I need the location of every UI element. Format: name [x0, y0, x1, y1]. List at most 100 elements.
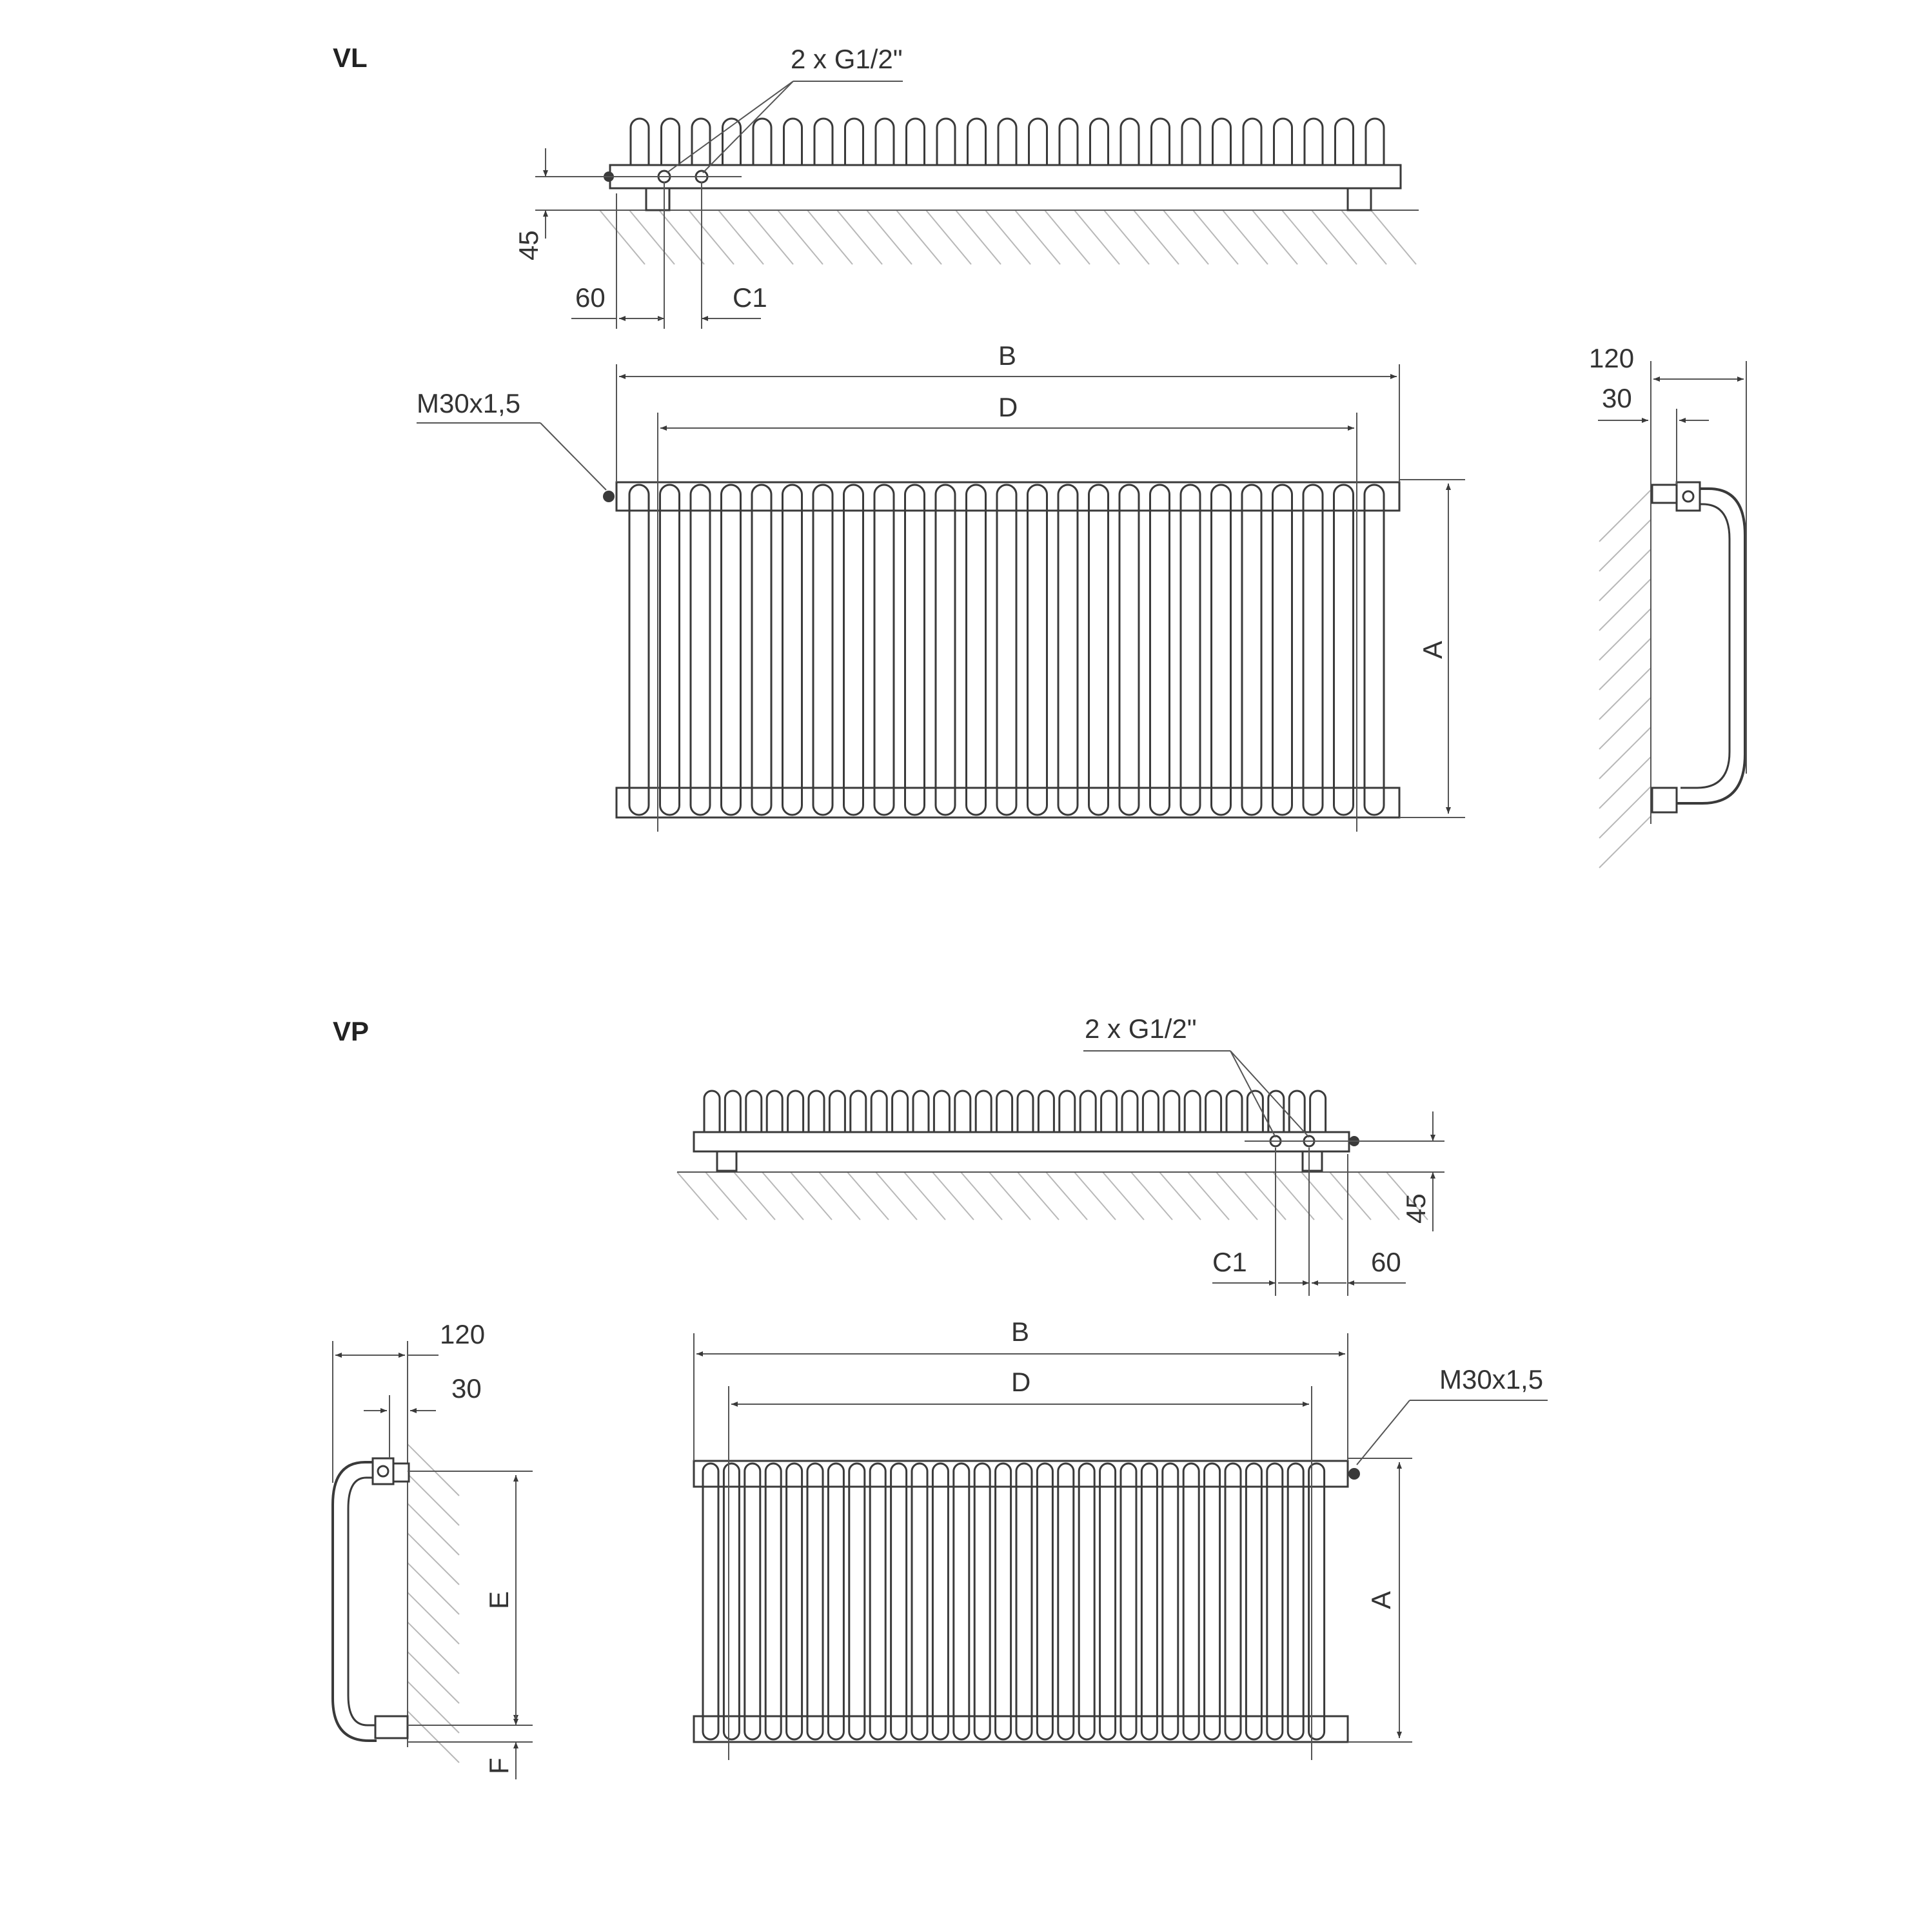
radiator-tube: [994, 1462, 1012, 1741]
wall-hatch-line: [1386, 1171, 1428, 1220]
vl-depth-label: 120: [1589, 343, 1634, 373]
vp-side-bracket-bottom: [374, 1715, 409, 1739]
wall-hatch-line: [1311, 210, 1357, 265]
tube-top-loop: [1242, 117, 1263, 165]
vl-side-tube-outer: [1677, 487, 1746, 805]
radiator-tube: [722, 1462, 740, 1741]
vp-mount-width-label: D: [1011, 1367, 1030, 1397]
radiator-tube: [1179, 484, 1201, 816]
wall-hatch-line: [1187, 1171, 1230, 1220]
radiator-tube: [1015, 1462, 1033, 1741]
wall-hatch-line: [1216, 1171, 1258, 1220]
tube-top-loop: [844, 117, 864, 165]
vp-title: VP: [333, 1016, 369, 1046]
vl-side-wall-hatch: [1599, 489, 1651, 868]
wall-hatch-line: [718, 210, 764, 265]
radiator-tube: [702, 1462, 720, 1741]
vl-side-view: 120 30: [1589, 343, 1747, 868]
vp-connections-label: 2 x G1/2": [1085, 1013, 1197, 1044]
tube-top-loop: [1309, 1090, 1327, 1132]
vp-overall-width-label: B: [1011, 1316, 1029, 1347]
vl-section: VL 2 x G1/2" 45: [333, 43, 1747, 868]
radiator-tube: [1286, 1462, 1305, 1741]
wall-hatch-line: [747, 210, 794, 265]
wall-hatch-line: [1341, 210, 1387, 265]
wall-hatch-line: [1599, 578, 1651, 631]
tube-top-loop: [1205, 1090, 1223, 1132]
radiator-tube: [751, 484, 773, 816]
tube-top-loop: [1212, 117, 1232, 165]
tube-top-loop: [1246, 1090, 1264, 1132]
radiator-tube: [827, 1462, 845, 1741]
tube-top-loop: [967, 117, 987, 165]
vl-mount-width-label: D: [998, 392, 1018, 422]
vp-side-tube-inner: [347, 1476, 377, 1727]
tube-top-loop: [936, 117, 956, 165]
vl-bottom-header: [615, 787, 1401, 819]
wall-hatch-line: [1103, 210, 1150, 265]
radiator-tube: [873, 484, 895, 816]
vp-front-vent: [1348, 1468, 1360, 1480]
wall-hatch-line: [1074, 1171, 1116, 1220]
radiator-tube: [744, 1462, 762, 1741]
radiator-tube: [973, 1462, 991, 1741]
wall-hatch-line: [407, 1621, 460, 1674]
tube-top-loop: [1225, 1090, 1243, 1132]
tube-top-loop: [722, 117, 742, 165]
wall-hatch-line: [407, 1503, 460, 1556]
radiator-tube: [911, 1462, 929, 1741]
radiator-tube: [628, 484, 650, 816]
tube-top-loop: [724, 1090, 742, 1132]
vp-top-view: 2 x G1/2" 45 C1 60: [676, 1013, 1444, 1296]
tube-top-loop: [1365, 117, 1385, 165]
wall-hatch-line: [676, 1171, 719, 1220]
tube-top-loop: [660, 117, 680, 165]
tube-top-loop: [997, 117, 1018, 165]
radiator-tube: [996, 484, 1018, 816]
tube-top-loop: [1058, 1090, 1076, 1132]
wall-hatch-line: [1599, 667, 1651, 720]
radiator-tube: [785, 1462, 803, 1741]
radiator-tube: [952, 1462, 971, 1741]
radiator-tube: [1272, 484, 1293, 816]
tube-top-loop: [703, 1090, 721, 1132]
radiator-tube: [1203, 1462, 1221, 1741]
radiator-tube: [1333, 484, 1354, 816]
vp-depth-label: 120: [440, 1319, 485, 1349]
vl-overall-width-label: B: [998, 340, 1016, 371]
wall-hatch-line: [599, 210, 646, 265]
tube-top-loop: [813, 117, 834, 165]
tube-top-loop: [691, 117, 711, 165]
tube-top-loop: [932, 1090, 951, 1132]
radiator-tube: [934, 484, 956, 816]
wall-hatch-line: [1045, 1171, 1088, 1220]
tube-top-loop: [1100, 1090, 1118, 1132]
tube-top-loop: [1058, 117, 1079, 165]
radiator-tube: [1140, 1462, 1158, 1741]
radiator-tube: [869, 1462, 887, 1741]
tube-top-loop: [1288, 1090, 1306, 1132]
wall-hatch-line: [955, 210, 1001, 265]
vl-left-bracket: [645, 187, 671, 211]
wall-hatch-line: [818, 1171, 861, 1220]
tube-top-loop: [874, 117, 895, 165]
vl-height-label: A: [1417, 641, 1448, 659]
radiator-tube: [1245, 1462, 1263, 1741]
wall-hatch-line: [1599, 786, 1651, 839]
vl-connections-label: 2 x G1/2": [791, 44, 903, 74]
wall-hatch-line: [875, 1171, 918, 1220]
tube-top-loop: [1183, 1090, 1201, 1132]
vl-front-view: B D A M30x1,5: [417, 340, 1465, 832]
wall-hatch-line: [790, 1171, 833, 1220]
wall-hatch-line: [932, 1171, 974, 1220]
radiator-tube: [843, 484, 864, 816]
wall-hatch-line: [1252, 210, 1298, 265]
tube-top-loop: [1089, 117, 1109, 165]
tube-top-loop: [996, 1090, 1014, 1132]
radiator-tube: [965, 484, 987, 816]
vp-wall-gap-label: 30: [451, 1373, 482, 1404]
wall-hatch-line: [1599, 549, 1651, 602]
wall-hatch-line: [1244, 1171, 1286, 1220]
vl-title: VL: [333, 43, 368, 73]
